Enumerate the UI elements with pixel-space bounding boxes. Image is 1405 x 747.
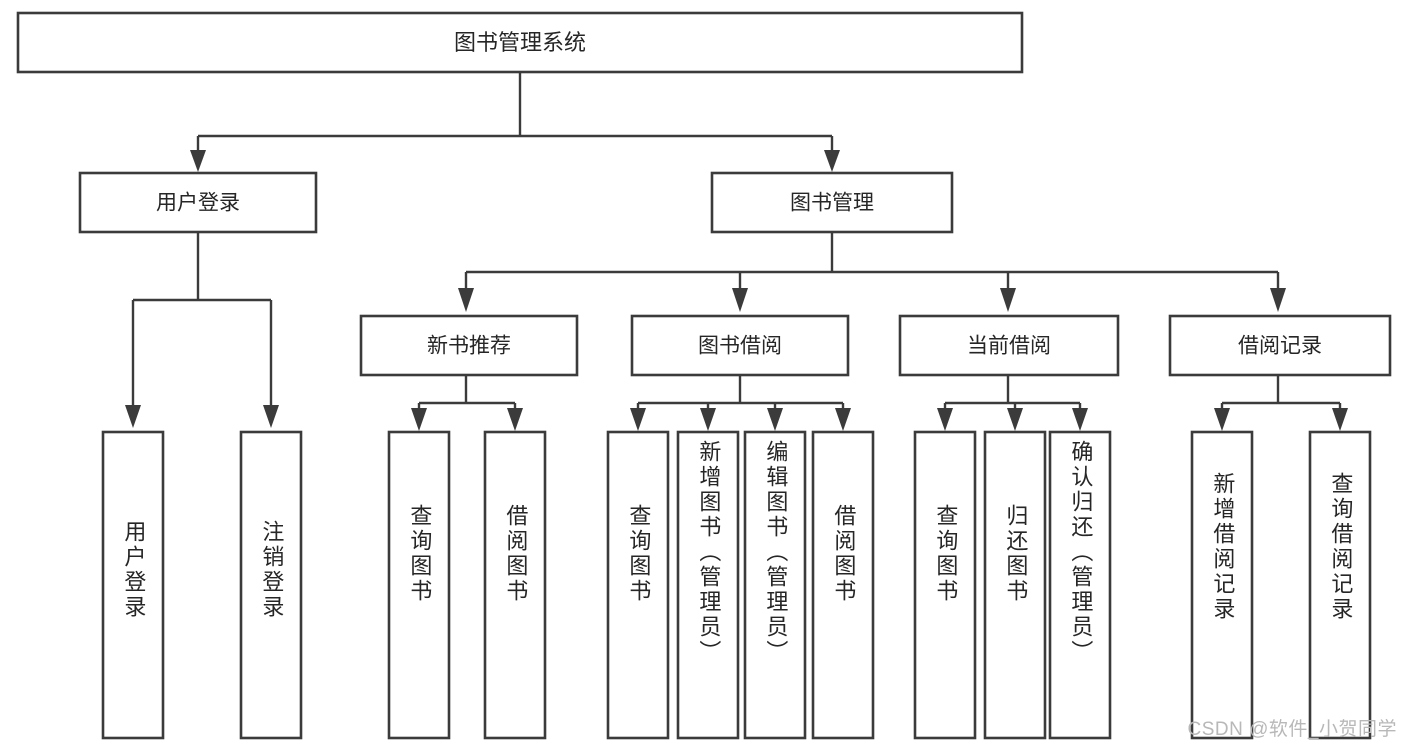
leaf-box-current-borrow-2[interactable] — [1048, 430, 1112, 740]
arrow-currentborrow-leaf-2 — [1072, 408, 1088, 431]
csdn-watermark: CSDN @软件_小贺同学 — [1187, 719, 1397, 740]
arrow-newbook-leaf-1 — [507, 408, 523, 431]
leaf-box-user-login-1[interactable] — [239, 430, 303, 740]
node-borrow-record[interactable]: 借阅记录 — [1168, 314, 1392, 377]
leaf-box-book-borrow-2[interactable] — [743, 430, 807, 740]
node-borrow-record-box[interactable] — [1168, 314, 1392, 377]
arrow-currentborrow-leaf-1 — [1007, 408, 1023, 431]
arrow-bookborrow-leaf-0 — [630, 408, 646, 431]
node-user-login-box[interactable] — [78, 171, 318, 234]
node-new-book-recommend-box[interactable] — [359, 314, 579, 377]
node-book-management-box[interactable] — [710, 171, 954, 234]
node-book-borrow[interactable]: 图书借阅 — [630, 314, 850, 377]
node-current-borrow-label: 当前借阅 — [967, 335, 1051, 358]
arrow-root-to-book-mgmt — [824, 150, 840, 172]
node-current-borrow[interactable]: 当前借阅 — [898, 314, 1120, 377]
leaf-box-new-book-0[interactable] — [387, 430, 451, 740]
leaf-box-layer — [101, 430, 1372, 740]
leaf-box-book-borrow-3[interactable] — [811, 430, 875, 740]
leaf-box-current-borrow-1[interactable] — [983, 430, 1047, 740]
arrow-bookmgmt-c3 — [1270, 288, 1286, 312]
arrow-newbook-leaf-0 — [411, 408, 427, 431]
arrow-bookmgmt-c2 — [1000, 288, 1016, 312]
node-new-book-recommend-label: 新书推荐 — [427, 335, 511, 358]
arrow-bookborrow-leaf-1 — [700, 408, 716, 431]
node-book-management[interactable]: 图书管理 — [710, 171, 954, 234]
leaf-box-current-borrow-0[interactable] — [913, 430, 977, 740]
node-root-label: 图书管理系统 — [454, 30, 586, 55]
arrow-userlogin-leaf-0 — [125, 405, 141, 428]
arrow-bookborrow-leaf-2 — [767, 408, 783, 431]
arrow-borrowrecord-leaf-0 — [1214, 408, 1230, 431]
node-new-book-recommend[interactable]: 新书推荐 — [359, 314, 579, 377]
node-root-box[interactable] — [16, 11, 1024, 74]
arrow-bookmgmt-c1 — [732, 288, 748, 312]
leaf-box-new-book-1[interactable] — [483, 430, 547, 740]
node-user-login-label: 用户登录 — [156, 192, 240, 215]
arrow-bookborrow-leaf-3 — [835, 408, 851, 431]
leaf-box-borrow-record-1[interactable] — [1308, 430, 1372, 740]
leaf-box-book-borrow-1[interactable] — [676, 430, 740, 740]
node-book-borrow-label: 图书借阅 — [698, 335, 782, 358]
arrow-root-to-user-login — [190, 150, 206, 172]
node-current-borrow-box[interactable] — [898, 314, 1120, 377]
node-book-borrow-box[interactable] — [630, 314, 850, 377]
arrow-bookmgmt-c0 — [458, 288, 474, 312]
leaf-box-book-borrow-0[interactable] — [606, 430, 670, 740]
arrow-userlogin-leaf-1 — [263, 405, 279, 428]
leaf-box-borrow-record-0[interactable] — [1190, 430, 1254, 740]
node-root[interactable]: 图书管理系统 — [16, 11, 1024, 74]
arrow-borrowrecord-leaf-1 — [1332, 408, 1348, 431]
node-book-management-label: 图书管理 — [790, 192, 874, 215]
connector-layer — [125, 72, 1348, 431]
arrow-currentborrow-leaf-0 — [937, 408, 953, 431]
node-user-login[interactable]: 用户登录 — [78, 171, 318, 234]
leaf-box-user-login-0[interactable] — [101, 430, 165, 740]
node-borrow-record-label: 借阅记录 — [1238, 335, 1322, 358]
